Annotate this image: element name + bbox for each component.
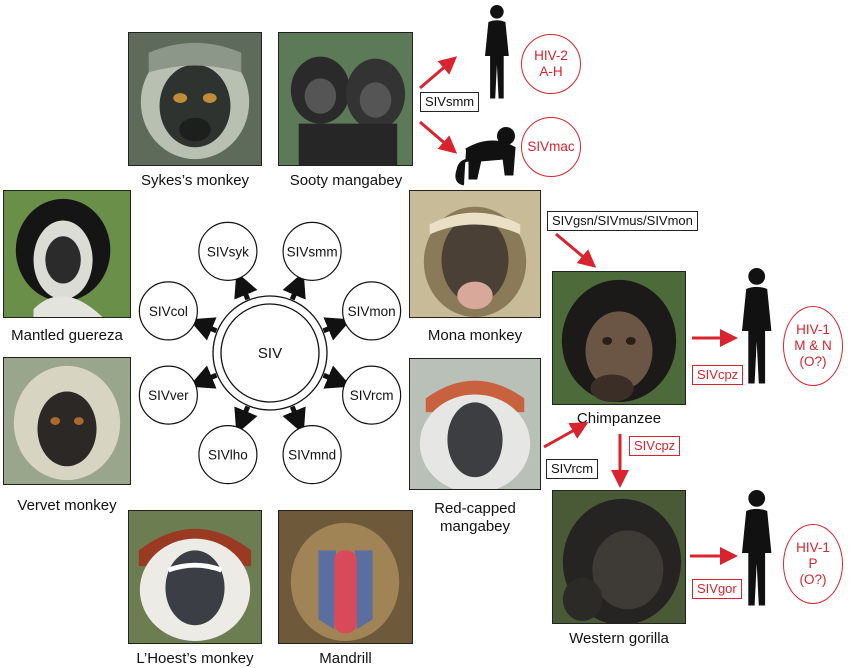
hub-spoke-arrow — [282, 271, 306, 301]
strain-label: SIVsmm — [287, 244, 338, 259]
strain-label: SIVsyk — [207, 244, 249, 259]
mandrill-photo — [278, 510, 413, 644]
mona-monkey-photo — [409, 190, 541, 318]
sivgsn-mus-mon-label: SIVgsn/SIVmus/SIVmon — [547, 211, 698, 231]
hub-spoke-arrow — [234, 271, 258, 301]
sivsmm-label: SIVsmm — [420, 92, 480, 112]
mona-monkey-caption: Mona monkey — [427, 327, 523, 344]
sivcpz-label-right: SIVcpz — [692, 365, 744, 385]
siv-hub-label: SIV — [258, 345, 282, 362]
red-capped-mangabey-caption-1: Red-capped — [434, 500, 516, 517]
siv-hub-spokes — [188, 271, 352, 435]
hub-spoke-arrow — [188, 317, 218, 341]
chimpanzee-photo — [552, 271, 686, 405]
sykes-monkey-photo — [128, 32, 262, 166]
strain-circle-sivmnd: SIVmnd — [282, 425, 342, 485]
strain-circle-sivsmm: SIVsmm — [282, 221, 342, 281]
siv-hub-outer-ring — [212, 295, 328, 411]
sykes-monkey-caption: Sykes’s monkey — [140, 172, 250, 189]
strain-circle-sivcol: SIVcol — [138, 281, 198, 341]
strain-label: SIVmon — [348, 304, 396, 319]
hub-spoke-arrow — [322, 317, 352, 341]
siv-hub-inner-ring — [220, 303, 320, 403]
sooty-mangabey-photo — [278, 32, 413, 166]
strain-label: SIVcol — [149, 304, 188, 319]
vervet-monkey-caption: Vervet monkey — [17, 497, 117, 514]
strain-circle-sivlho: SIVlho — [198, 425, 258, 485]
strain-label: SIVrcm — [350, 388, 394, 403]
strain-label: SIVver — [148, 388, 189, 403]
hub-spoke-arrow — [322, 365, 352, 389]
strain-circle-sivver: SIVver — [138, 365, 198, 425]
hub-spoke-arrow — [188, 365, 218, 389]
red-capped-mangabey-photo — [409, 358, 541, 490]
sivmac-outcome: SIVmac — [521, 117, 581, 177]
western-gorilla-caption: Western gorilla — [569, 630, 669, 647]
hub-spoke-arrow — [234, 405, 258, 435]
strain-label: SIVlho — [208, 448, 248, 463]
western-gorilla-photo — [552, 490, 686, 624]
sivgor-label: SIVgor — [692, 579, 742, 599]
strain-circle-sivrcm: SIVrcm — [342, 365, 402, 425]
strain-circle-sivmon: SIVmon — [342, 281, 402, 341]
lhoests-monkey-photo — [128, 510, 262, 644]
hub-spoke-arrow — [282, 405, 306, 435]
sivrcm-label: SIVrcm — [546, 459, 599, 479]
sivcpz-label-down: SIVcpz — [629, 436, 681, 456]
lhoests-monkey-caption: L’Hoest’s monkey — [136, 650, 254, 667]
mantled-guereza-photo — [3, 190, 131, 318]
sooty-mangabey-caption: Sooty mangabey — [289, 172, 403, 189]
red-capped-mangabey-caption-2: mangabey — [439, 518, 511, 535]
vervet-monkey-photo — [3, 357, 131, 485]
strain-circle-sivsyk: SIVsyk — [198, 221, 258, 281]
mantled-guereza-caption: Mantled guereza — [11, 327, 123, 344]
mandrill-caption: Mandrill — [319, 650, 372, 667]
chimpanzee-caption: Chimpanzee — [576, 410, 662, 427]
strain-label: SIVmnd — [288, 448, 336, 463]
